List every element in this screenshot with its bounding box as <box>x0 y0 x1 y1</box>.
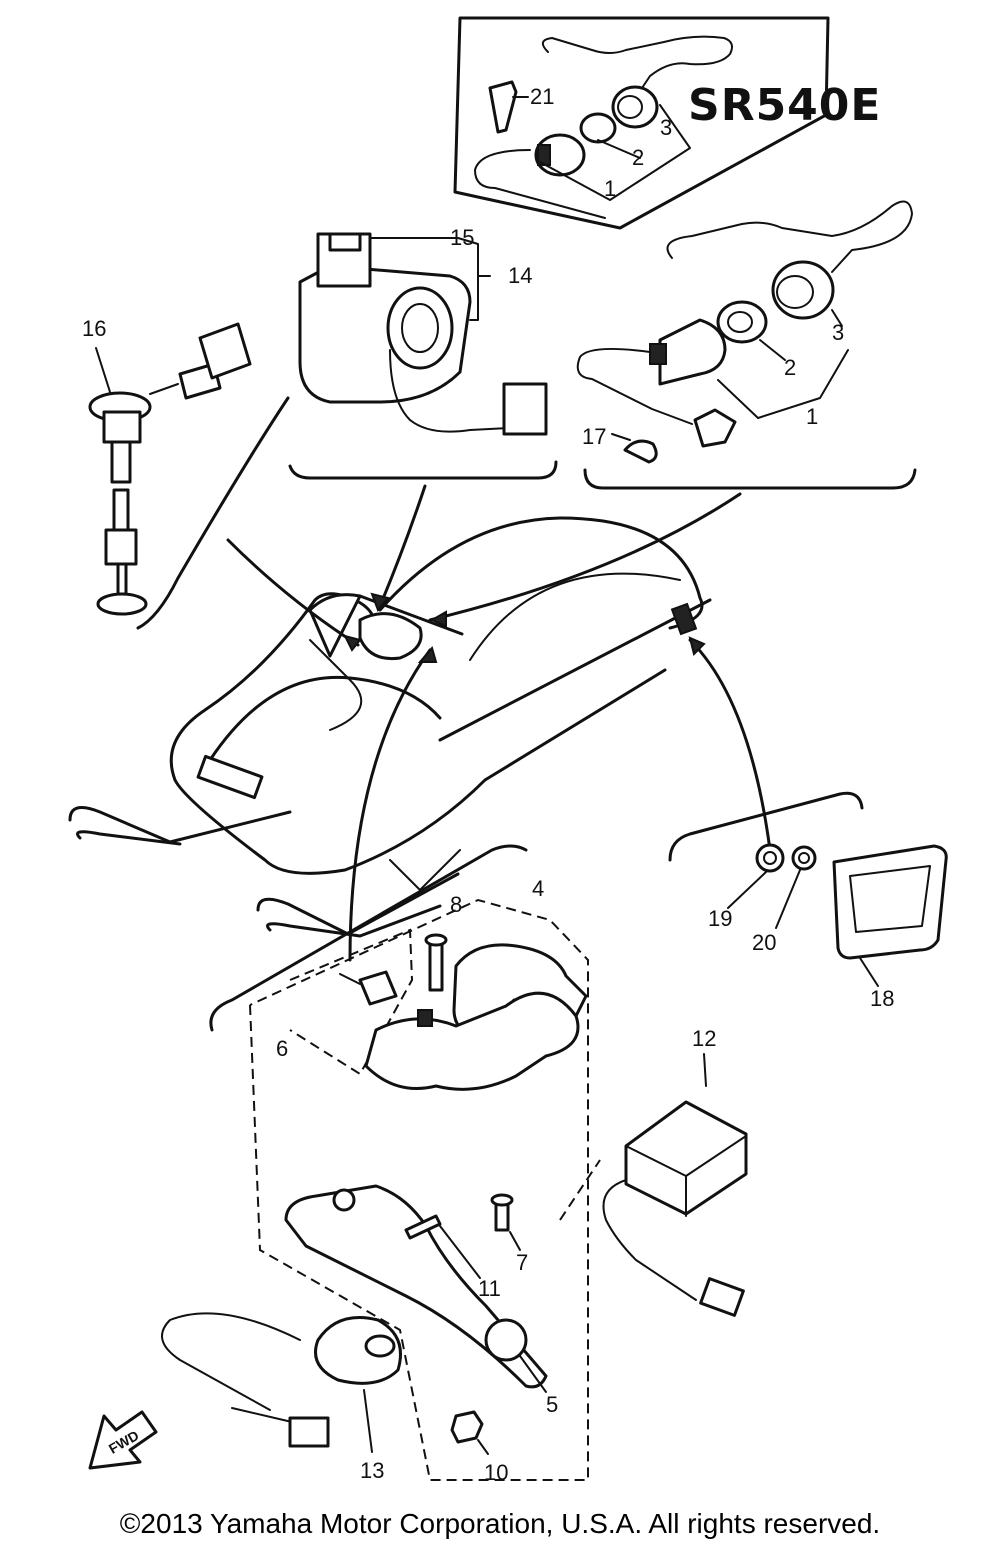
callout-7: 7 <box>516 1250 528 1275</box>
callout-1b: 1 <box>806 404 818 429</box>
callout-18: 18 <box>870 986 894 1011</box>
callout-10: 10 <box>484 1460 508 1485</box>
callout-21: 21 <box>530 84 554 109</box>
callout-12: 12 <box>692 1026 716 1051</box>
callout-14: 14 <box>508 263 532 288</box>
resistor-unit-group: 12 <box>559 1026 748 1317</box>
callout-16: 16 <box>82 316 106 341</box>
callout-5: 5 <box>546 1392 558 1417</box>
callout-8: 8 <box>450 892 462 917</box>
leader-arrows <box>226 484 772 962</box>
callout-3a: 3 <box>660 115 672 140</box>
callout-17: 17 <box>582 424 606 449</box>
ignition-switch-group: 3 2 1 17 <box>576 200 917 490</box>
callout-20: 20 <box>752 930 776 955</box>
callout-2a: 2 <box>632 145 644 170</box>
brake-lever-assembly: 4 8 6 4 9 5 11 7 10 <box>88 844 589 1485</box>
switch-box-group: 15 14 <box>288 225 558 480</box>
callout-11: 11 <box>478 1276 501 1301</box>
callout-3b: 3 <box>832 320 844 345</box>
fuel-gauge-group: 16 <box>82 316 290 630</box>
callout-13: 13 <box>360 1458 384 1483</box>
snowmobile-body <box>68 516 712 938</box>
callout-19: 19 <box>708 906 732 931</box>
callout-6: 6 <box>276 1036 288 1061</box>
callout-1a: 1 <box>604 176 616 201</box>
parts-diagram: SR540E 21 3 2 1 <box>68 16 948 1485</box>
sr540e-inset: SR540E 21 3 2 1 <box>453 16 881 230</box>
callout-15: 15 <box>450 225 474 250</box>
copyright-notice: ©2013 Yamaha Motor Corporation, U.S.A. A… <box>119 1508 881 1539</box>
callout-4: 4 <box>532 876 544 901</box>
taillight-group: 19 20 18 <box>668 791 948 1011</box>
fwd-arrow-icon: FWD <box>88 1410 158 1470</box>
callout-2b: 2 <box>784 355 796 380</box>
model-label: SR540E <box>688 80 881 131</box>
